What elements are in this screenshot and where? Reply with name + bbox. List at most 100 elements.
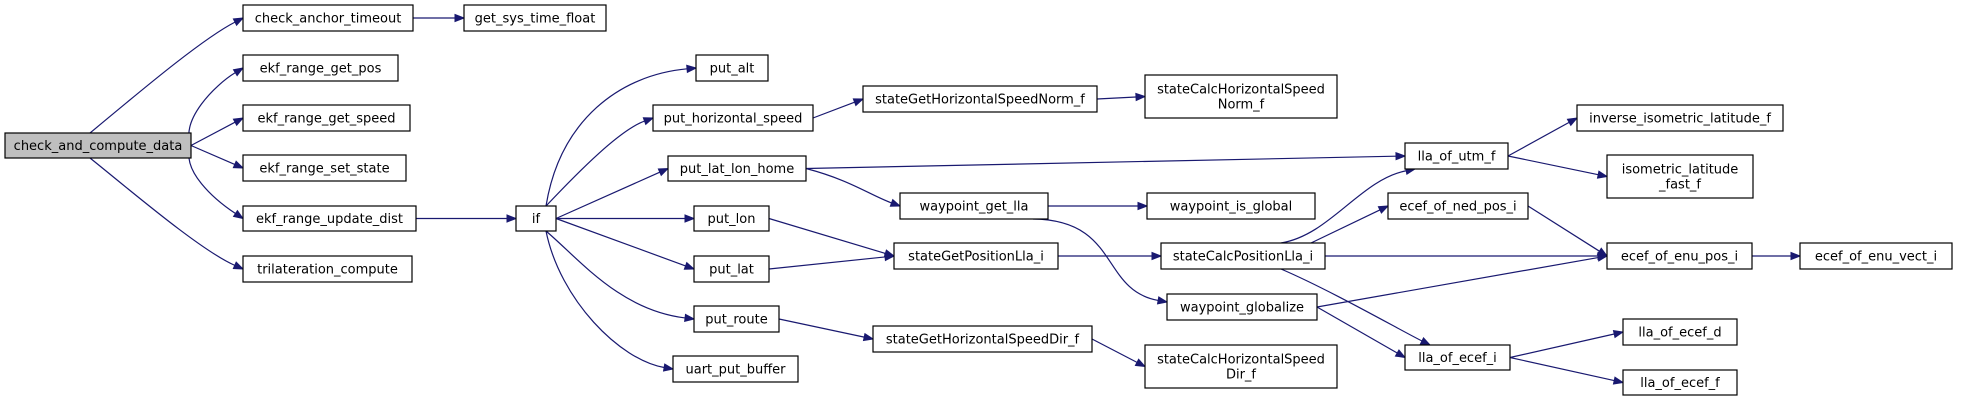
node-label: ecef_of_enu_vect_i [1815,250,1937,265]
node-box [899,192,1049,220]
node-label: waypoint_is_global [1170,200,1292,215]
edge-line [545,230,686,319]
edge-arrowhead [862,332,875,342]
node-box [1146,192,1316,220]
node-label: isometric_latitude [1622,163,1739,178]
node-waypoint_is_global[interactable]: waypoint_is_global [1146,192,1316,220]
edge-line [545,230,665,369]
node-label: uart_put_buffer [685,363,786,378]
edge-line [190,121,236,147]
node-label: Norm_f [1218,98,1265,113]
node-stateCalcPositionLla_i[interactable]: stateCalcPositionLla_i [1160,242,1326,270]
node-inverse_isometric_latitude_f[interactable]: inverse_isometric_latitude_f [1576,104,1784,132]
node-stateGetHorizontalSpeedDir_f[interactable]: stateGetHorizontalSpeedDir_f [872,325,1093,353]
node-ecef_of_enu_pos_i[interactable]: ecef_of_enu_pos_i [1606,242,1753,270]
node-if[interactable]: if [515,205,557,232]
node-waypoint_globalize[interactable]: waypoint_globalize [1166,293,1318,321]
edge-arrowhead [684,313,696,323]
node-put_lon[interactable]: put_lon [693,205,770,232]
node-label: lla_of_ecef_d [1638,326,1721,341]
node-stateGetHorizontalSpeedNorm_f[interactable]: stateGetHorizontalSpeedNorm_f [862,85,1098,113]
edge-line [1509,333,1615,359]
node-label: check_and_compute_data [14,139,183,154]
edge-check_and_compute_data-to-check_anchor_timeout [89,17,245,134]
node-label: ekf_range_set_state [259,162,389,177]
edge-arrowhead [1596,247,1609,257]
node-put_alt[interactable]: put_alt [695,54,769,82]
node-ekf_range_set_state[interactable]: ekf_range_set_state [242,154,407,182]
edge-check_and_compute_data-to-ekf_range_get_pos [188,67,245,146]
edge-line [555,217,686,267]
node-label: ecef_of_enu_pos_i [1621,250,1738,265]
node-box [667,155,807,182]
node-label: put_horizontal_speed [664,112,803,127]
edge-stateGetPositionLla_i-to-stateCalcPositionLla_i [1058,251,1163,261]
edge-line [1509,356,1615,382]
node-ekf_range_get_pos[interactable]: ekf_range_get_pos [242,54,399,82]
node-label: put_alt [710,62,755,77]
edge-line [545,120,645,207]
edge-arrowhead [657,167,670,177]
edge-check_and_compute_data-to-ekf_range_get_speed [190,117,245,147]
node-box [1622,369,1738,396]
edge-lla_of_utm_f-to-inverse_isometric_latitude_f [1507,117,1579,157]
node-put_horizontal_speed[interactable]: put_horizontal_speed [652,104,814,132]
edge-stateCalcPositionLla_i-to-ecef_of_ned_pos_i [1310,205,1390,244]
node-ekf_range_get_speed[interactable]: ekf_range_get_speed [242,104,411,132]
node-box [893,242,1059,270]
node-ekf_range_update_dist[interactable]: ekf_range_update_dist [242,205,417,232]
edge-arrowhead [1566,117,1579,127]
edge-arrowhead [683,261,696,270]
node-get_sys_time_float[interactable]: get_sys_time_float [463,4,607,32]
edge-line [1316,306,1398,354]
edge-line [805,155,1397,170]
node-ecef_of_enu_vect_i[interactable]: ecef_of_enu_vect_i [1799,242,1953,270]
nodes-layer: check_and_compute_data check_anchor_timeo… [4,4,1953,396]
edge-arrowhead [686,64,698,74]
node-waypoint_get_lla[interactable]: waypoint_get_lla [899,192,1049,220]
node-lla_of_ecef_d[interactable]: lla_of_ecef_d [1622,318,1738,346]
node-stateGetPositionLla_i[interactable]: stateGetPositionLla_i [893,242,1059,270]
node-box [242,154,407,182]
node-check_anchor_timeout[interactable]: check_anchor_timeout [242,4,414,32]
edge-arrowhead [1377,205,1390,214]
node-label: stateCalcPositionLla_i [1173,250,1313,265]
node-put_lat_lon_home[interactable]: put_lat_lon_home [667,155,807,182]
node-check_and_compute_data[interactable]: check_and_compute_data [4,132,192,159]
node-lla_of_ecef_i[interactable]: lla_of_ecef_i [1404,344,1511,371]
node-put_route[interactable]: put_route [693,305,780,333]
node-lla_of_utm_f[interactable]: lla_of_utm_f [1404,142,1509,170]
edge-line [1280,170,1407,244]
edge-put_route-to-stateGetHorizontalSpeedDir_f [778,318,875,342]
edge-check_anchor_timeout-to-get_sys_time_float [413,13,466,23]
edge-line [778,318,865,338]
edge-arrowhead [232,261,245,270]
node-label: stateCalcHorizontalSpeed [1157,353,1325,368]
node-box [652,104,814,132]
edge-put_horizontal_speed-to-stateGetHorizontalSpeedNorm_f [812,98,865,119]
edge-line [768,256,886,270]
edge-put_lon-to-stateGetPositionLla_i [768,217,896,258]
node-trilateration_compute[interactable]: trilateration_compute [242,255,413,283]
node-box [1166,293,1318,321]
edge-ecef_of_ned_pos_i-to-ecef_of_enu_pos_i [1527,205,1609,257]
edge-line [190,144,235,165]
edge-arrowhead [1151,251,1163,261]
node-label: ekf_range_get_pos [260,62,382,77]
edge-line [1280,268,1423,342]
node-ecef_of_ned_pos_i[interactable]: ecef_of_ned_pos_i [1387,192,1529,220]
node-uart_put_buffer[interactable]: uart_put_buffer [672,355,799,383]
node-put_lat[interactable]: put_lat [693,255,770,283]
node-lla_of_ecef_f[interactable]: lla_of_ecef_f [1622,369,1738,396]
edge-arrowhead [1135,92,1147,102]
node-isometric_latitude_fast_f[interactable]: isometric_latitude_fast_f [1606,154,1754,199]
node-label: put_lon [708,212,756,227]
node-box [4,132,192,159]
node-box [872,325,1093,353]
node-box [242,255,413,283]
node-box [1144,344,1338,389]
node-box [695,54,769,82]
edge-if-to-put_horizontal_speed [545,117,655,207]
